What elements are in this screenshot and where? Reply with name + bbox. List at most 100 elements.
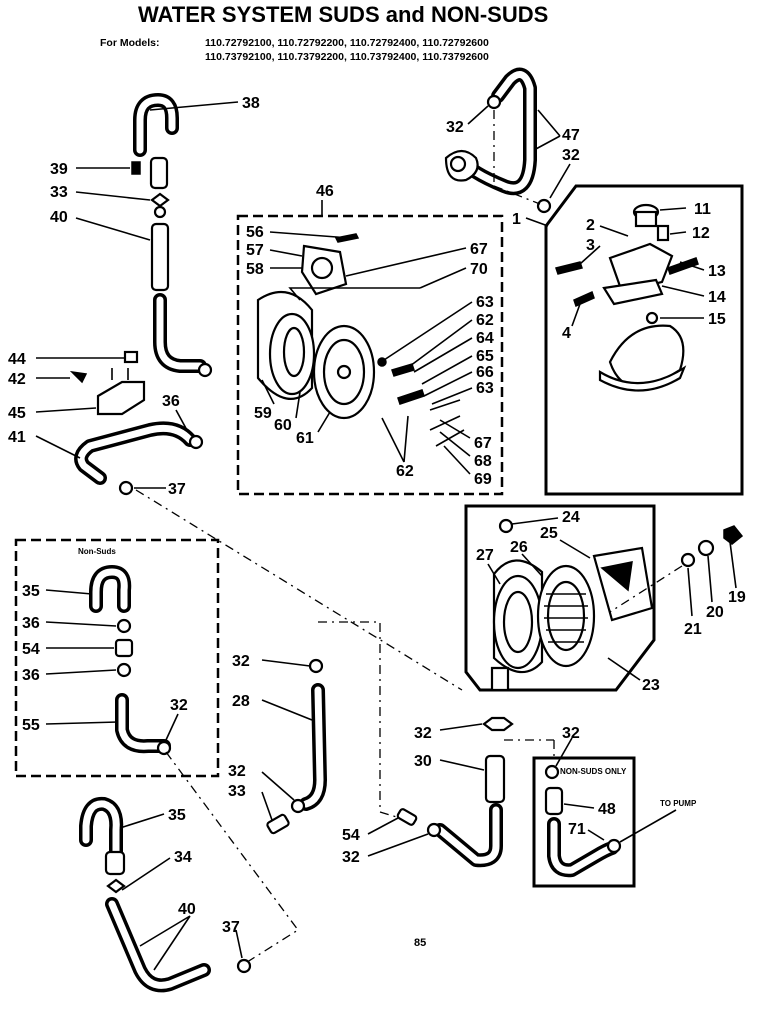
leader-56 xyxy=(269,231,351,239)
part-label-57: 57 xyxy=(246,242,264,259)
part-label-40a: 40 xyxy=(50,209,68,226)
leader-67a xyxy=(345,247,467,277)
leader-32d xyxy=(261,659,311,667)
part-label-48: 48 xyxy=(598,801,616,818)
part-label-21: 21 xyxy=(684,621,702,638)
part-label-70: 70 xyxy=(470,261,488,278)
hose-41 xyxy=(74,421,204,496)
models-line-1: 110.72792100, 110.72792200, 110.72792400… xyxy=(205,37,489,49)
leader-1 xyxy=(525,217,549,227)
leader-14 xyxy=(661,285,705,297)
valve-group-box xyxy=(236,214,504,496)
bracket-assembly xyxy=(69,350,146,416)
part-label-27: 27 xyxy=(476,547,494,564)
part-label-3: 3 xyxy=(586,237,595,254)
part-label-11: 11 xyxy=(694,201,711,218)
part-label-66: 66 xyxy=(476,364,494,381)
leader-45 xyxy=(35,407,97,413)
part-label-54b: 54 xyxy=(342,827,360,844)
leader-66 xyxy=(423,371,473,397)
part-label-26: 26 xyxy=(510,539,528,556)
part-label-32f: 32 xyxy=(414,725,432,742)
leader-41 xyxy=(35,435,81,459)
leader-32a xyxy=(467,105,489,125)
leader-23 xyxy=(607,657,641,681)
leader-13 xyxy=(679,261,705,271)
leader-35b xyxy=(119,813,165,829)
lower-hose-assembly xyxy=(79,796,252,993)
part-label-25: 25 xyxy=(540,525,558,542)
part-label-34: 34 xyxy=(174,849,192,866)
leader-71 xyxy=(587,829,605,841)
leader-62a xyxy=(409,319,473,367)
leader-38 xyxy=(149,101,239,111)
part-label-62a: 62 xyxy=(476,312,494,329)
non-suds-hose-assembly xyxy=(89,565,172,756)
leader-33a xyxy=(75,191,151,201)
part-label-35a: 35 xyxy=(22,583,40,600)
to-pump-leader xyxy=(619,809,677,843)
pump-housing-assembly xyxy=(490,518,744,692)
part-label-47: 47 xyxy=(562,127,580,144)
part-label-14: 14 xyxy=(708,289,726,306)
part-label-42: 42 xyxy=(8,371,26,388)
leader-12 xyxy=(669,231,687,235)
leader-36b xyxy=(45,621,117,627)
leader-28 xyxy=(261,699,313,721)
leader-62b xyxy=(381,415,409,463)
leader-70 xyxy=(419,267,467,289)
leader-21 xyxy=(687,567,693,617)
part-label-60: 60 xyxy=(274,417,292,434)
leader-48 xyxy=(563,803,595,809)
part-label-32h: 32 xyxy=(562,725,580,742)
part-label-32d: 32 xyxy=(232,653,250,670)
leader-55 xyxy=(45,721,119,725)
hose-30 xyxy=(396,716,514,868)
part-label-54a: 54 xyxy=(22,641,40,658)
leader-40a xyxy=(75,217,151,241)
leader-69 xyxy=(443,445,471,475)
part-label-32c: 32 xyxy=(170,697,188,714)
leader-32c xyxy=(165,713,179,741)
leader-47 xyxy=(533,109,561,151)
part-label-68: 68 xyxy=(474,453,492,470)
part-label-61: 61 xyxy=(296,430,314,447)
part-label-20: 20 xyxy=(706,604,724,621)
leader-32g xyxy=(367,833,429,857)
leader-32e xyxy=(261,771,295,801)
part-label-28: 28 xyxy=(232,693,250,710)
leader-37b xyxy=(235,929,243,959)
leader-32f xyxy=(439,723,483,731)
part-label-55: 55 xyxy=(22,717,40,734)
leader-34 xyxy=(121,857,171,891)
part-label-35b: 35 xyxy=(168,807,186,824)
part-label-12: 12 xyxy=(692,225,710,242)
leader-40b xyxy=(139,915,191,971)
part-label-65: 65 xyxy=(476,348,494,365)
leader-20 xyxy=(707,555,713,603)
dispenser-frame xyxy=(544,184,744,496)
part-label-64: 64 xyxy=(476,330,494,347)
leader-68 xyxy=(439,431,471,457)
leader-36c xyxy=(45,669,117,675)
hose-28 xyxy=(266,658,327,835)
part-label-44: 44 xyxy=(8,351,26,368)
part-label-63a: 63 xyxy=(476,294,494,311)
non-suds-label: Non-Suds xyxy=(78,547,116,556)
part-label-33b: 33 xyxy=(228,783,246,800)
leader-25 xyxy=(559,539,591,559)
non-suds-only-hose xyxy=(544,764,622,878)
part-label-1: 1 xyxy=(512,211,521,228)
leader-11 xyxy=(659,207,687,211)
page-number: 85 xyxy=(414,937,426,949)
valve-assembly xyxy=(256,233,465,447)
leader-57 xyxy=(269,249,303,257)
part-label-24: 24 xyxy=(562,509,580,526)
part-label-36c: 36 xyxy=(22,667,40,684)
leader-35a xyxy=(45,589,93,595)
leader-30 xyxy=(439,759,485,771)
part-label-45: 45 xyxy=(8,405,26,422)
part-label-58: 58 xyxy=(246,261,264,278)
hose-47 xyxy=(444,67,552,214)
